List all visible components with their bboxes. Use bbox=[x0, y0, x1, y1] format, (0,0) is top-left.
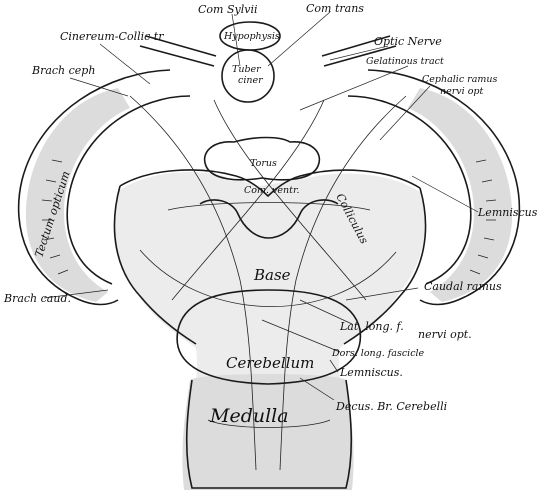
label-brach-caud: Brach caud. bbox=[3, 292, 71, 305]
label-cephalic-ramus-line2: nervi opt bbox=[440, 86, 484, 97]
label-gelatinous-tract: Gelatinous tract bbox=[366, 56, 444, 67]
label-lemniscus-lower: Lemniscus. bbox=[339, 366, 403, 379]
label-lemniscus-upper: Lemniscus. bbox=[477, 206, 538, 219]
label-cinereum-collic-tr: Cinereum-Collic tr bbox=[60, 30, 164, 43]
label-tuber-line2: ciner bbox=[238, 75, 264, 86]
label-com-trans: Com trans bbox=[306, 2, 364, 15]
label-decus-br-cerebelli: Decus. Br. Cerebelli bbox=[335, 400, 447, 413]
label-torus: Torus bbox=[250, 158, 277, 169]
label-com-ventr: Com. ventr. bbox=[244, 185, 299, 196]
label-dors-long-fascicle: Dors. long. fascicle bbox=[331, 348, 425, 359]
label-tuber: Tuber bbox=[232, 64, 262, 75]
label-medulla: Medulla bbox=[209, 405, 289, 427]
label-com-sylvii: Com Sylvii bbox=[198, 3, 258, 16]
label-cerebellum: Cerebellum bbox=[226, 354, 314, 372]
label-lat-long-f: Lat. long. f. bbox=[339, 320, 404, 333]
label-cephalic-ramus: Cephalic ramus bbox=[422, 74, 498, 85]
label-caudal-ramus-line2: nervi opt. bbox=[418, 328, 472, 341]
label-brach-ceph: Brach ceph bbox=[31, 64, 95, 77]
label-caudal-ramus: Caudal ramus bbox=[424, 280, 502, 293]
label-optic-nerve: Optic Nerve bbox=[374, 35, 442, 48]
label-basis: Base bbox=[253, 266, 291, 284]
label-hypophysis: Hypophysis bbox=[223, 31, 280, 42]
